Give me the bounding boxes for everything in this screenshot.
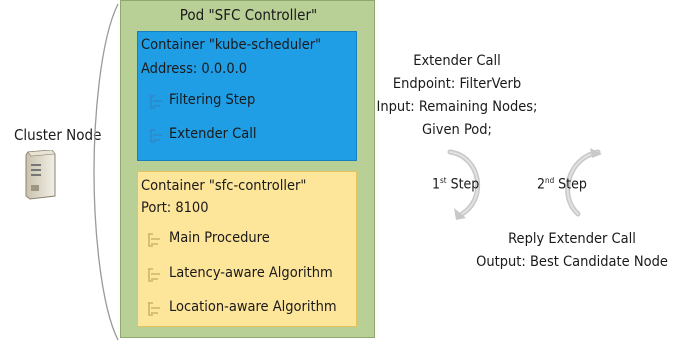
container-title: Container "sfc-controller" xyxy=(141,178,307,194)
cluster-node-label: Cluster Node xyxy=(14,126,102,144)
step-icon xyxy=(148,93,166,115)
item-label: Main Procedure xyxy=(169,230,270,246)
item-label: Filtering Step xyxy=(169,92,256,108)
step1-arrow xyxy=(447,149,481,220)
procedure-icon xyxy=(146,231,164,253)
reply-block: Reply Extender Call Output: Best Candida… xyxy=(462,231,682,277)
step2-label: 2nd Step xyxy=(537,176,587,193)
item-label: Latency-aware Algorithm xyxy=(169,265,333,281)
step1-sup: st xyxy=(440,176,447,185)
item-label: Location-aware Algorithm xyxy=(169,299,337,315)
extender-call-line: Input: Remaining Nodes; xyxy=(376,99,538,115)
step2-text: Step xyxy=(554,176,587,193)
procedure-icon xyxy=(146,266,164,288)
item-label: Extender Call xyxy=(169,126,257,142)
step1-text: Step xyxy=(446,176,480,193)
extender-call-line: Endpoint: FilterVerb xyxy=(392,76,522,92)
reply-line: Output: Best Candidate Node xyxy=(476,254,668,270)
server-icon xyxy=(22,149,56,204)
container-title: Container "kube-scheduler" xyxy=(141,37,322,53)
step2-sup: nd xyxy=(545,176,555,185)
container-sfc-controller: Container "sfc-controller" Port: 8100 Ma… xyxy=(137,171,357,327)
extender-call-block: Extender Call Endpoint: FilterVerb Input… xyxy=(372,53,542,145)
container-port: Port: 8100 xyxy=(141,200,209,216)
extender-call-line: Extender Call xyxy=(413,53,501,69)
step2-arrow xyxy=(565,148,602,217)
pod-title: Pod "SFC Controller" xyxy=(179,6,318,24)
step1-num: 1 xyxy=(432,176,441,193)
step1-label: 1st Step xyxy=(432,176,479,193)
container-address: Address: 0.0.0.0 xyxy=(141,61,248,77)
container-kube-scheduler: Container "kube-scheduler" Address: 0.0.… xyxy=(137,31,357,161)
step2-num: 2 xyxy=(537,176,546,193)
reply-line: Reply Extender Call xyxy=(508,231,636,247)
step-icon xyxy=(148,127,166,149)
pod-sfc-controller: Pod "SFC Controller" Container "kube-sch… xyxy=(120,0,375,338)
procedure-icon xyxy=(146,300,164,322)
pod-bracket xyxy=(93,3,119,341)
extender-call-line: Given Pod; xyxy=(422,122,492,138)
